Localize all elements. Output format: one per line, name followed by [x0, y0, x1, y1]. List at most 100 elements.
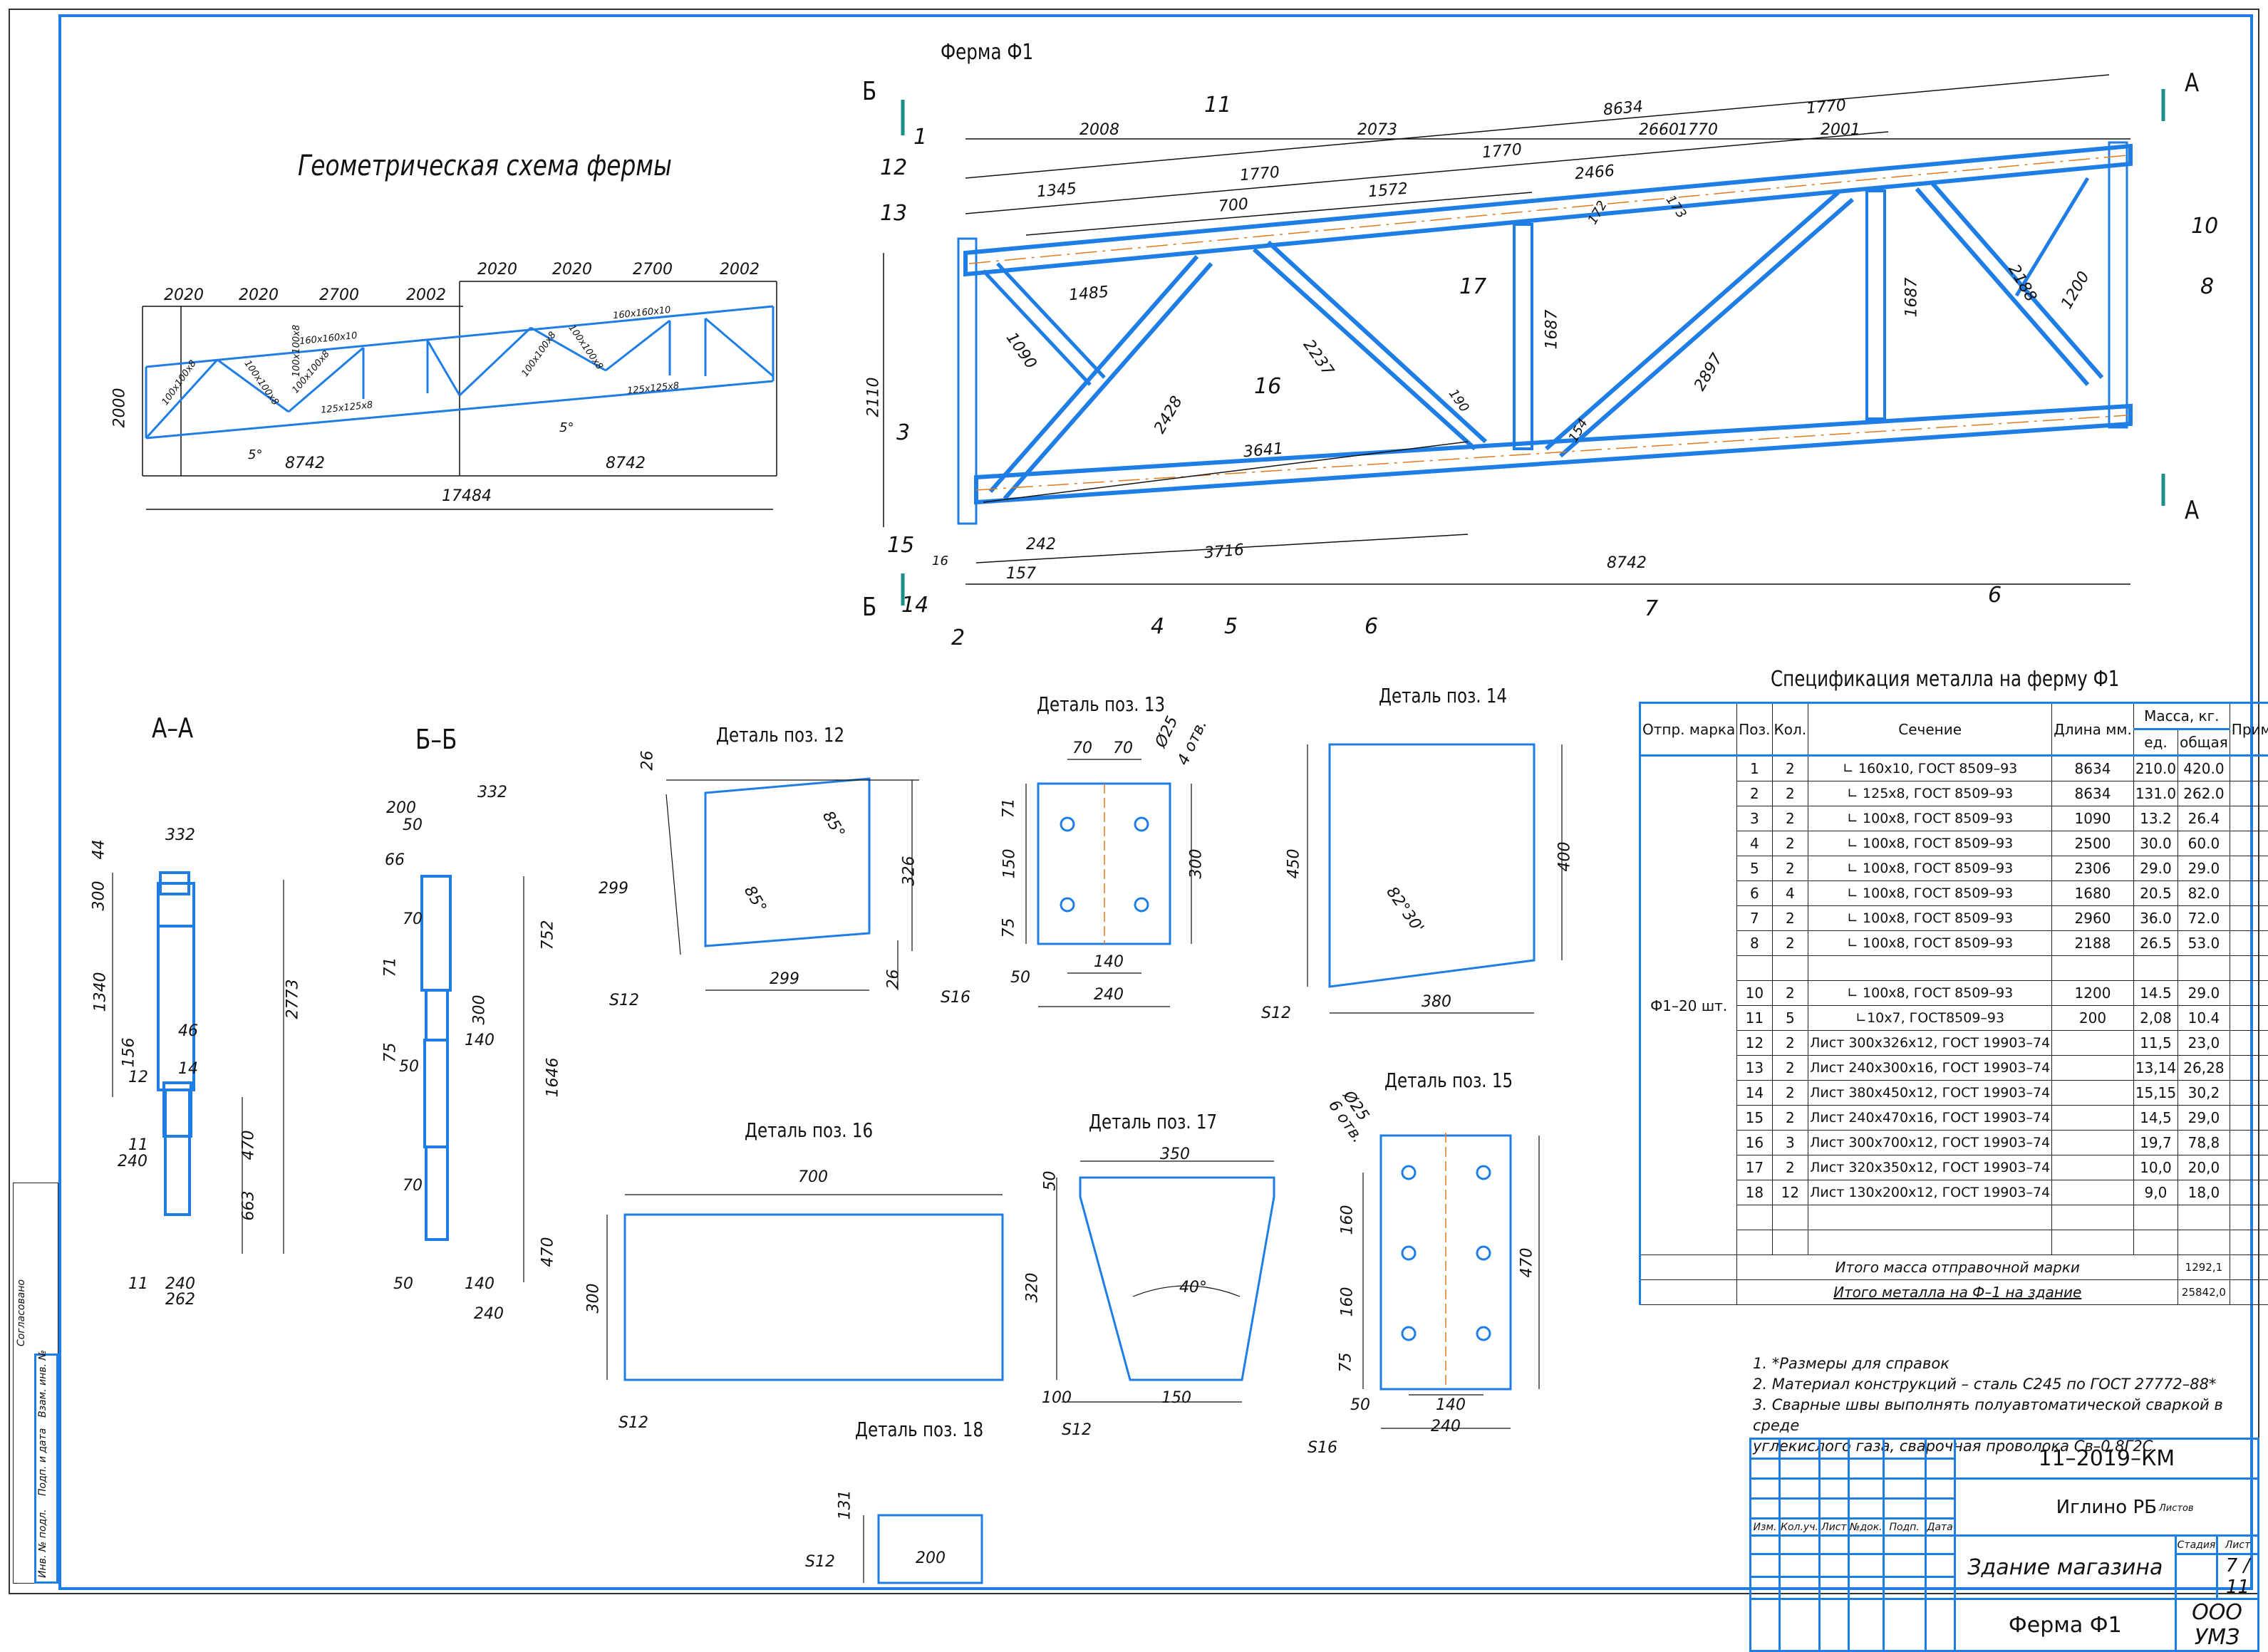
- detail-12-dim: 26: [885, 970, 903, 989]
- spec-total-mark-value: 1292,1: [2178, 1255, 2230, 1280]
- section-aa-dim: 663: [240, 1191, 258, 1221]
- spec-cell-unit: 10,0: [2133, 1155, 2178, 1180]
- stamp-drawing: Ферма Ф1: [1954, 1599, 2175, 1651]
- truss-dim: 1485: [1068, 284, 1109, 305]
- spec-cell-total: 60.0: [2178, 831, 2230, 856]
- stamp-stage-label: Стадия: [2176, 1536, 2217, 1554]
- detail-13-dim: 70: [1113, 739, 1133, 757]
- geo-half-span-1: 8742: [285, 454, 325, 472]
- spec-cell-unit: 11,5: [2133, 1031, 2178, 1056]
- spec-cell-qty: 2: [1772, 981, 1808, 1006]
- title-block: 11–2019–КМ Иглино РБ Изм. Кол.уч. Лист №…: [1749, 1438, 2259, 1652]
- truss-dim: 16: [932, 554, 948, 568]
- spec-cell-section: Лист 240x300x16, ГОСТ 19903–74: [1808, 1056, 2052, 1081]
- section-aa-dim: 2773: [284, 980, 302, 1019]
- stamp-location: Иглино РБ: [1954, 1479, 2258, 1536]
- spec-total-mark-label: Итого масса отправочной марки: [1737, 1255, 2178, 1280]
- stamp-company: ООО УМЗ: [2176, 1599, 2259, 1651]
- detail-17-shape: [1080, 1178, 1274, 1380]
- geo-panel-right-1: 2020: [477, 261, 517, 279]
- spec-cell-unit: 26.5: [2133, 931, 2178, 956]
- spec-cell-pos: 7: [1737, 906, 1772, 931]
- spec-header-qty: Кол.: [1772, 703, 1808, 756]
- spec-cell-note: [2230, 906, 2268, 931]
- detail-15-dim: 240: [1431, 1418, 1461, 1435]
- spec-cell-length: [2052, 956, 2134, 981]
- callout-pos: 1: [913, 125, 927, 150]
- truss-dim: 1770: [1481, 141, 1523, 162]
- callout-pos: 4: [1151, 614, 1164, 639]
- stamp-sheets-label: Листов: [2159, 1503, 2194, 1514]
- spec-header-section: Сечение: [1808, 703, 2052, 756]
- section-bb-dim: 50: [393, 1275, 413, 1293]
- truss-dim: 1770: [1806, 97, 1847, 118]
- spec-cell-total: 30,2: [2178, 1081, 2230, 1106]
- spec-cell-unit: 13.2: [2133, 806, 2178, 831]
- section-aa-dim: 1340: [92, 972, 110, 1012]
- section-bb-dim: 140: [465, 1032, 494, 1049]
- stamp-code: 11–2019–КМ: [1954, 1439, 2258, 1479]
- detail-12-dim: 299: [770, 970, 799, 988]
- detail-15-dim: 75: [1337, 1353, 1355, 1373]
- section-aa-dim: 14: [178, 1060, 198, 1078]
- section-aa-dim: 332: [165, 826, 195, 844]
- detail-15-title: Деталь поз. 15: [1384, 1069, 1513, 1092]
- detail-18-dim: 200: [916, 1549, 946, 1567]
- spec-cell-unit: 14,5: [2133, 1106, 2178, 1131]
- section-aa-dim: 11: [128, 1275, 148, 1293]
- spec-cell-pos: 12: [1737, 1031, 1772, 1056]
- section-aa-dim: 300: [90, 881, 108, 911]
- detail-13-title: Деталь поз. 13: [1037, 692, 1165, 716]
- spec-cell-length: [2052, 1056, 2134, 1081]
- detail-15-dim: 50: [1350, 1396, 1370, 1414]
- spec-table: Отпр. марка Поз. Кол. Сечение Длина мм. …: [1639, 702, 2268, 1305]
- detail-18-title: Деталь поз. 18: [855, 1418, 983, 1441]
- spec-cell-qty: 12: [1772, 1180, 1808, 1205]
- spec-cell-qty: 2: [1772, 1031, 1808, 1056]
- spec-cell-unit: 36.0: [2133, 906, 2178, 931]
- detail-17-dim: 100: [1042, 1389, 1072, 1407]
- spec-cell-total: 82.0: [2178, 881, 2230, 906]
- spec-cell-total: 26,28: [2178, 1056, 2230, 1081]
- geo-panel-right-2: 2020: [552, 261, 592, 279]
- spec-cell-pos: 17: [1737, 1155, 1772, 1180]
- spec-cell-note: [2230, 1081, 2268, 1106]
- truss-dim: 2001: [1821, 121, 1860, 139]
- spec-cell-total: 20,0: [2178, 1155, 2230, 1180]
- spec-cell-total: 29.0: [2178, 856, 2230, 881]
- detail-15-dims: [1363, 1136, 1539, 1428]
- detail-14-weld: S12: [1261, 1004, 1291, 1022]
- spec-header-mark: Отпр. марка: [1640, 703, 1737, 756]
- spec-cell-qty: 2: [1772, 1056, 1808, 1081]
- detail-18-weld: S12: [805, 1553, 835, 1571]
- note-line: 2. Материал конструкций – сталь С245 по …: [1753, 1374, 2268, 1395]
- callout-pos: 3: [896, 420, 910, 445]
- spec-cell-section: ∟ 100x8, ГОСТ 8509–93: [1808, 881, 2052, 906]
- callout-pos: 6: [1365, 614, 1378, 639]
- detail-17-dim: 50: [1042, 1171, 1060, 1191]
- section-bb-dim: 70: [403, 910, 423, 928]
- detail-14-title: Деталь поз. 14: [1379, 684, 1507, 707]
- spec-cell-note: [2230, 981, 2268, 1006]
- callout-pos: 7: [1645, 596, 1658, 621]
- section-aa-dims: [113, 873, 284, 1254]
- spec-header-mass: Масса, кг.: [2133, 703, 2230, 729]
- truss-dim: 3641: [1243, 440, 1284, 462]
- truss-dim: 2466: [1574, 162, 1615, 184]
- section-aa-dim: 46: [178, 1022, 198, 1040]
- spec-cell-note: [2230, 856, 2268, 881]
- stamp-rev-header: Дата: [1925, 1519, 1954, 1536]
- geo-member-label: 100x100x8: [291, 325, 302, 377]
- callout-pos: 2: [951, 625, 965, 650]
- section-bb-dim: 50: [403, 816, 423, 834]
- callout-pos: 12: [880, 155, 907, 180]
- spec-cell-unit: 30.0: [2133, 831, 2178, 856]
- stamp-sheet-value: 7 / 11: [2217, 1554, 2259, 1599]
- spec-cell-length: 2188: [2052, 931, 2134, 956]
- detail-13-dim: 240: [1094, 986, 1124, 1004]
- spec-cell-pos: 11: [1737, 1006, 1772, 1031]
- spec-cell-section: ∟ 100x8, ГОСТ 8509–93: [1808, 831, 2052, 856]
- spec-cell-note: [2230, 831, 2268, 856]
